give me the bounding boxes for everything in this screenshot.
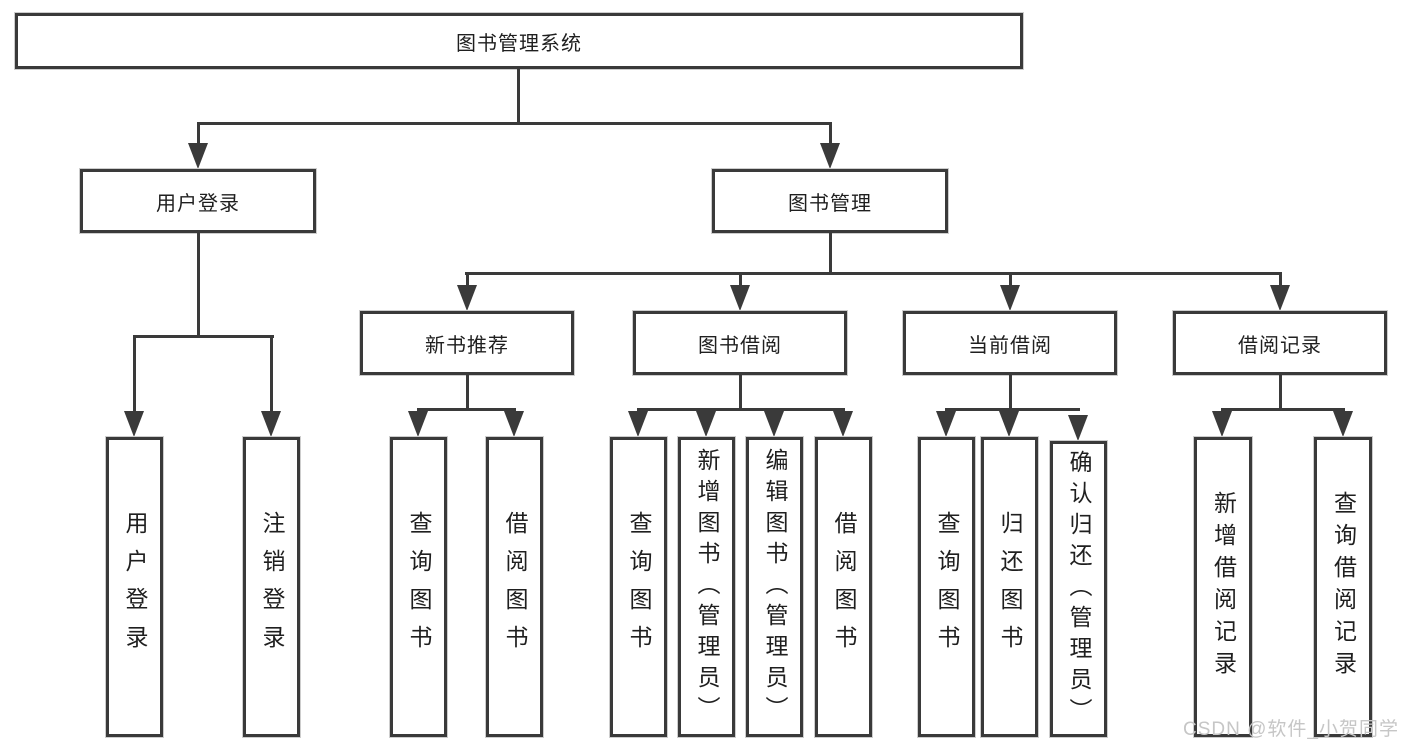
connector-line <box>1279 272 1282 288</box>
arrow-down-icon <box>1270 285 1290 311</box>
arrow-down-icon <box>999 411 1019 437</box>
arrow-down-icon <box>457 285 477 311</box>
node-label: 用户登录 <box>156 192 240 215</box>
leaf-add-borrow-record: 新增借阅记录 <box>1194 437 1252 737</box>
leaf-label: 查询图书 <box>626 511 652 663</box>
arrow-down-icon <box>188 143 208 169</box>
watermark-text: CSDN @软件_小贺同学 <box>1183 719 1399 740</box>
leaf-label: 编辑图书（管理员） <box>762 447 788 727</box>
arrow-down-icon <box>1000 285 1020 311</box>
arrow-down-icon <box>1068 415 1088 441</box>
connector-line <box>270 335 273 415</box>
leaf-label: 查询借阅记录 <box>1330 491 1357 683</box>
leaf-label: 查询图书 <box>406 511 432 663</box>
connector-line <box>133 335 136 415</box>
connector-line <box>465 272 1282 275</box>
leaf-query-books: 查询图书 <box>390 437 447 737</box>
connector-line <box>739 375 742 411</box>
connector-line <box>466 375 469 411</box>
leaf-label: 借阅图书 <box>502 511 528 663</box>
node-user-login: 用户登录 <box>80 169 316 233</box>
connector-line <box>197 122 200 148</box>
arrow-down-icon <box>1212 411 1232 437</box>
leaf-borrow-books: 借阅图书 <box>815 437 872 737</box>
leaf-label: 归还图书 <box>997 511 1023 663</box>
connector-line <box>466 272 469 288</box>
connector-line <box>197 122 831 125</box>
connector-line <box>517 69 520 125</box>
connector-line <box>1279 375 1282 411</box>
arrow-down-icon <box>936 411 956 437</box>
leaf-query-books: 查询图书 <box>918 437 975 737</box>
leaf-confirm-return-admin: 确认归还（管理员） <box>1050 441 1107 737</box>
node-current-borrowing: 当前借阅 <box>903 311 1117 375</box>
leaf-user-login: 用户登录 <box>106 437 163 737</box>
leaf-label: 新增借阅记录 <box>1210 491 1237 683</box>
leaf-logout: 注销登录 <box>243 437 300 737</box>
node-book-management: 图书管理 <box>712 169 948 233</box>
node-library-management-system: 图书管理系统 <box>15 13 1023 69</box>
connector-line <box>1221 408 1345 411</box>
arrow-down-icon <box>833 411 853 437</box>
node-borrowing-records: 借阅记录 <box>1173 311 1387 375</box>
node-book-borrowing: 图书借阅 <box>633 311 847 375</box>
node-label: 新书推荐 <box>425 334 509 357</box>
arrow-down-icon <box>764 411 784 437</box>
arrow-down-icon <box>504 411 524 437</box>
arrow-down-icon <box>628 411 648 437</box>
arrow-down-icon <box>124 411 144 437</box>
arrow-down-icon <box>696 411 716 437</box>
connector-line <box>1009 375 1012 411</box>
leaf-return-books: 归还图书 <box>981 437 1038 737</box>
node-label: 图书管理 <box>788 192 872 215</box>
leaf-label: 借阅图书 <box>831 511 857 663</box>
arrow-down-icon <box>261 411 281 437</box>
node-label: 图书管理系统 <box>456 32 582 55</box>
node-label: 借阅记录 <box>1238 334 1322 357</box>
leaf-query-borrow-record: 查询借阅记录 <box>1314 437 1372 737</box>
connector-line <box>133 335 274 338</box>
node-label: 图书借阅 <box>698 334 782 357</box>
leaf-add-books-admin: 新增图书（管理员） <box>678 437 735 737</box>
connector-line <box>829 122 832 148</box>
connector-line <box>739 272 742 288</box>
connector-line <box>417 408 516 411</box>
arrow-down-icon <box>408 411 428 437</box>
connector-line <box>945 408 1080 411</box>
connector-line <box>829 233 832 275</box>
connector-line <box>1009 272 1012 288</box>
arrow-down-icon <box>730 285 750 311</box>
leaf-label: 确认归还（管理员） <box>1066 449 1092 729</box>
arrow-down-icon <box>820 143 840 169</box>
leaf-label: 查询图书 <box>934 511 960 663</box>
leaf-query-books: 查询图书 <box>610 437 667 737</box>
connector-line <box>637 408 845 411</box>
leaf-label: 用户登录 <box>122 511 148 663</box>
leaf-label: 注销登录 <box>259 511 285 663</box>
leaf-edit-books-admin: 编辑图书（管理员） <box>746 437 803 737</box>
node-new-book-recommendation: 新书推荐 <box>360 311 574 375</box>
connector-line <box>197 233 200 337</box>
node-label: 当前借阅 <box>968 334 1052 357</box>
leaf-borrow-books: 借阅图书 <box>486 437 543 737</box>
leaf-label: 新增图书（管理员） <box>694 447 720 727</box>
arrow-down-icon <box>1333 411 1353 437</box>
